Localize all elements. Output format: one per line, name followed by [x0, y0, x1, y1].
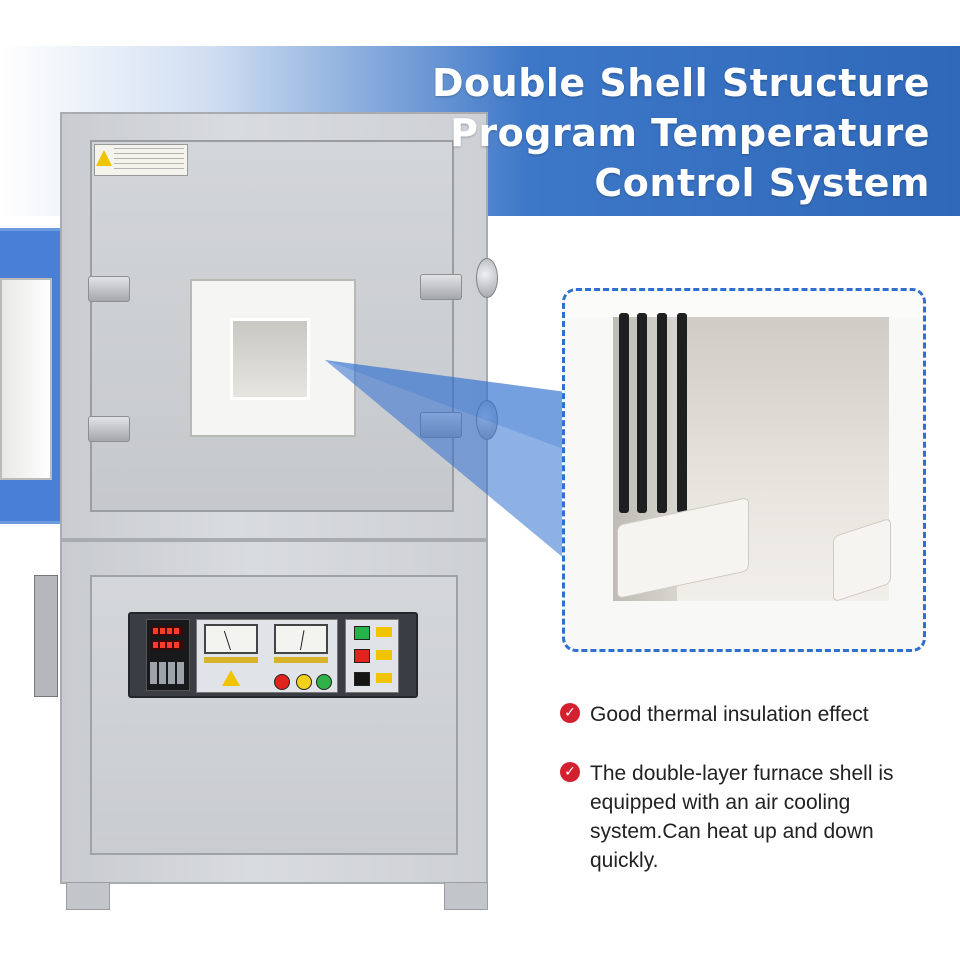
ammeter-icon: [204, 624, 258, 654]
controller-display: [151, 626, 183, 636]
heating-element: [677, 313, 687, 513]
switch-label: [376, 627, 392, 637]
controller-display: [151, 640, 183, 650]
green-button-icon: [316, 674, 332, 690]
headline-line-2: Program Temperature: [450, 111, 930, 155]
side-latch-icon: [34, 575, 58, 697]
check-circle-icon: ✓: [560, 703, 580, 723]
switch-label: [376, 673, 392, 683]
power-off-switch-icon: [354, 649, 370, 663]
door-hinge-icon: [88, 276, 130, 302]
headline-line-1: Double Shell Structure: [432, 61, 930, 105]
handle-knob-icon: [476, 400, 498, 440]
feature-text: The double-layer furnace shell is equipp…: [590, 762, 894, 872]
feature-item: ✓ Good thermal insulation effect: [560, 700, 940, 729]
insulation-wall: [565, 291, 923, 317]
feature-item: ✓ The double-layer furnace shell is equi…: [560, 759, 930, 875]
hazard-icon: [222, 670, 240, 686]
meter-label-strip: [274, 657, 328, 663]
red-button-icon: [274, 674, 290, 690]
headline-line-3: Control System: [594, 161, 930, 205]
meter-label-strip: [204, 657, 258, 663]
check-circle-icon: ✓: [560, 762, 580, 782]
heating-element: [619, 313, 629, 513]
furnace-leg: [66, 882, 110, 910]
headline: Double Shell Structure Program Temperatu…: [432, 58, 930, 208]
heating-element: [657, 313, 667, 513]
warning-icon: [96, 150, 112, 166]
chamber-zoom-inset: [562, 288, 926, 652]
heating-element: [637, 313, 647, 513]
warning-label-text: [114, 148, 184, 172]
feature-text: Good thermal insulation effect: [590, 703, 869, 726]
door-hinge-icon: [88, 416, 130, 442]
yellow-button-icon: [296, 674, 312, 690]
door-insulation-panel: [0, 278, 52, 480]
handle-knob-icon: [476, 258, 498, 298]
door-latch-icon: [420, 274, 462, 300]
door-latch-icon: [420, 412, 462, 438]
controller-keys: [150, 662, 184, 684]
heating-chamber-cavity: [230, 318, 310, 400]
furnace-leg: [444, 882, 488, 910]
feature-list: ✓ Good thermal insulation effect ✓ The d…: [560, 700, 940, 905]
switch-label: [376, 650, 392, 660]
power-on-switch-icon: [354, 626, 370, 640]
key-lock-icon: [354, 672, 370, 686]
